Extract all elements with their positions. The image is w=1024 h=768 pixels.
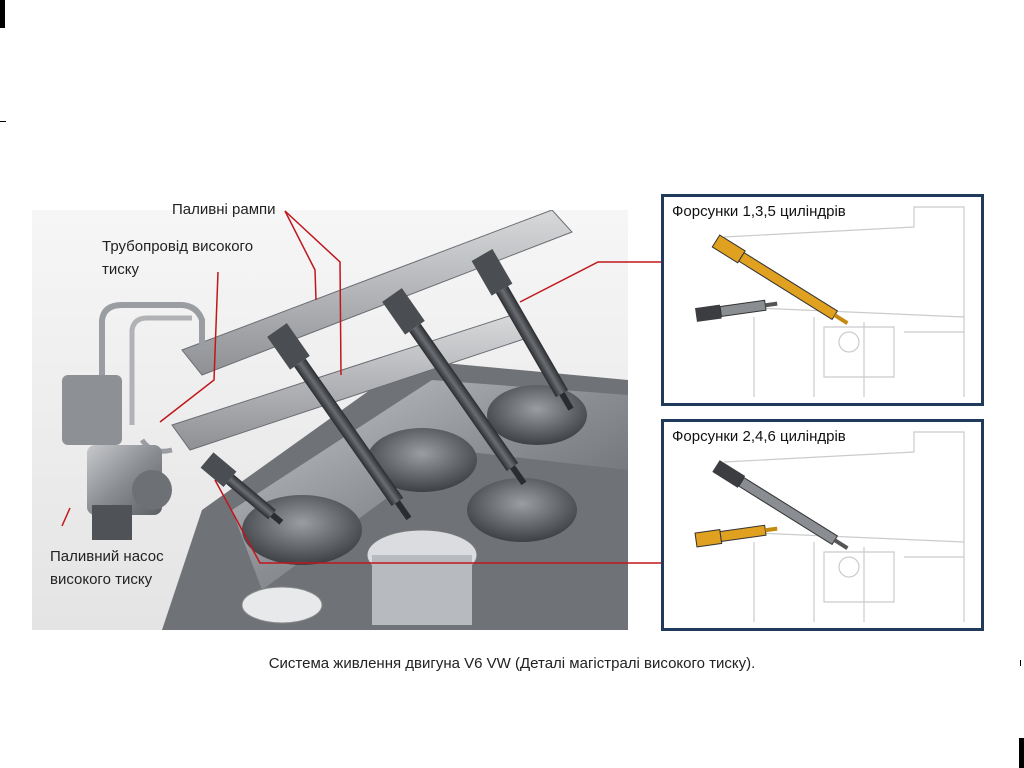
edge-tick-left bbox=[0, 121, 6, 122]
panel-injectors-1-3-5: Форсунки 1,3,5 циліндрів bbox=[661, 194, 984, 406]
label-hp-pump-line2: високого тиску bbox=[50, 571, 153, 588]
edge-tick-right bbox=[1020, 660, 1021, 666]
label-hp-line-line1: Трубопровід високого bbox=[102, 238, 254, 255]
panel-title-1-3-5: Форсунки 1,3,5 циліндрів bbox=[672, 203, 846, 220]
label-hp-pump-line1: Паливний насос bbox=[50, 548, 164, 565]
panel-injectors-2-4-6-drawing bbox=[694, 431, 965, 622]
corner-mark-top-left bbox=[0, 0, 5, 28]
panel-injectors-2-4-6: Форсунки 2,4,6 циліндрів bbox=[661, 419, 984, 631]
label-fuel-rails: Паливні рампи bbox=[172, 201, 276, 218]
label-hp-line-line2: тиску bbox=[102, 261, 139, 278]
figure-caption: Система живлення двигуна V6 VW (Деталі м… bbox=[268, 655, 756, 672]
panel-injectors-1-3-5-drawing bbox=[695, 206, 965, 397]
corner-mark-bottom-right bbox=[1019, 738, 1024, 768]
panel-title-2-4-6: Форсунки 2,4,6 циліндрів bbox=[672, 428, 846, 445]
